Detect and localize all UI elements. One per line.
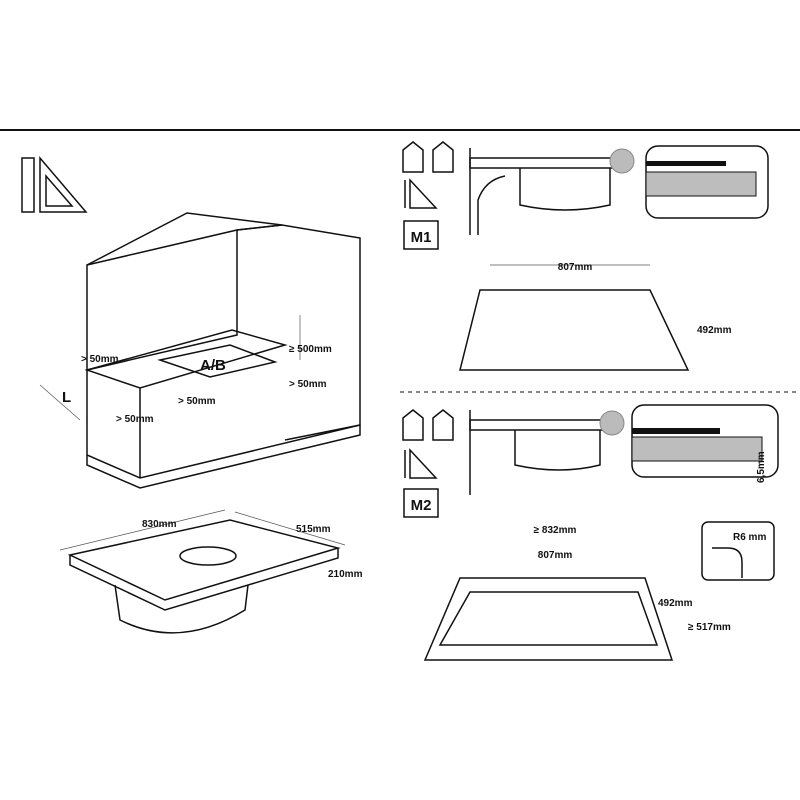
dim-right-clearance: > 50mm <box>289 379 327 390</box>
m1-section-view <box>469 145 769 235</box>
radius-detail-box <box>701 521 775 581</box>
hob-depth-dim: 515mm <box>296 524 331 535</box>
dim-front-clearance: > 50mm <box>116 414 154 425</box>
radius-dim: R6 mm <box>733 532 766 543</box>
m2-width-dim: 807mm <box>538 550 573 561</box>
m1-width-dim: 807mm <box>558 262 593 273</box>
m1-cutout <box>459 289 690 371</box>
m2-inner-cutout <box>438 591 659 646</box>
hob-height-dim: 210mm <box>328 569 363 580</box>
m1-icons <box>402 141 454 250</box>
m2-label: M2 <box>411 497 432 514</box>
length-label: L <box>62 389 71 406</box>
m2-section-view <box>469 404 779 495</box>
dim-side-clearance: > 50mm <box>178 396 216 407</box>
m2-icons <box>402 409 454 518</box>
m2-outer-width-dim: ≥ 832mm <box>534 525 577 536</box>
m2-outer-cutout <box>423 577 674 661</box>
m2-outer-depth-dim: ≥ 517mm <box>688 622 731 633</box>
m2-step-dim: 6,5mm <box>756 451 767 483</box>
m1-label: M1 <box>411 229 432 246</box>
dim-left-clearance: > 50mm <box>81 354 119 365</box>
m2-depth-dim: 492mm <box>658 598 693 609</box>
zone-ab-label: A/B <box>200 357 226 374</box>
m1-depth-dim: 492mm <box>697 325 732 336</box>
hob-drawing <box>59 509 346 634</box>
dim-height-clearance: ≥ 500mm <box>289 344 332 355</box>
measuring-tools-icon <box>21 155 88 213</box>
kitchen-cabinet-drawing <box>39 212 361 489</box>
hob-width-dim: 830mm <box>142 519 177 530</box>
